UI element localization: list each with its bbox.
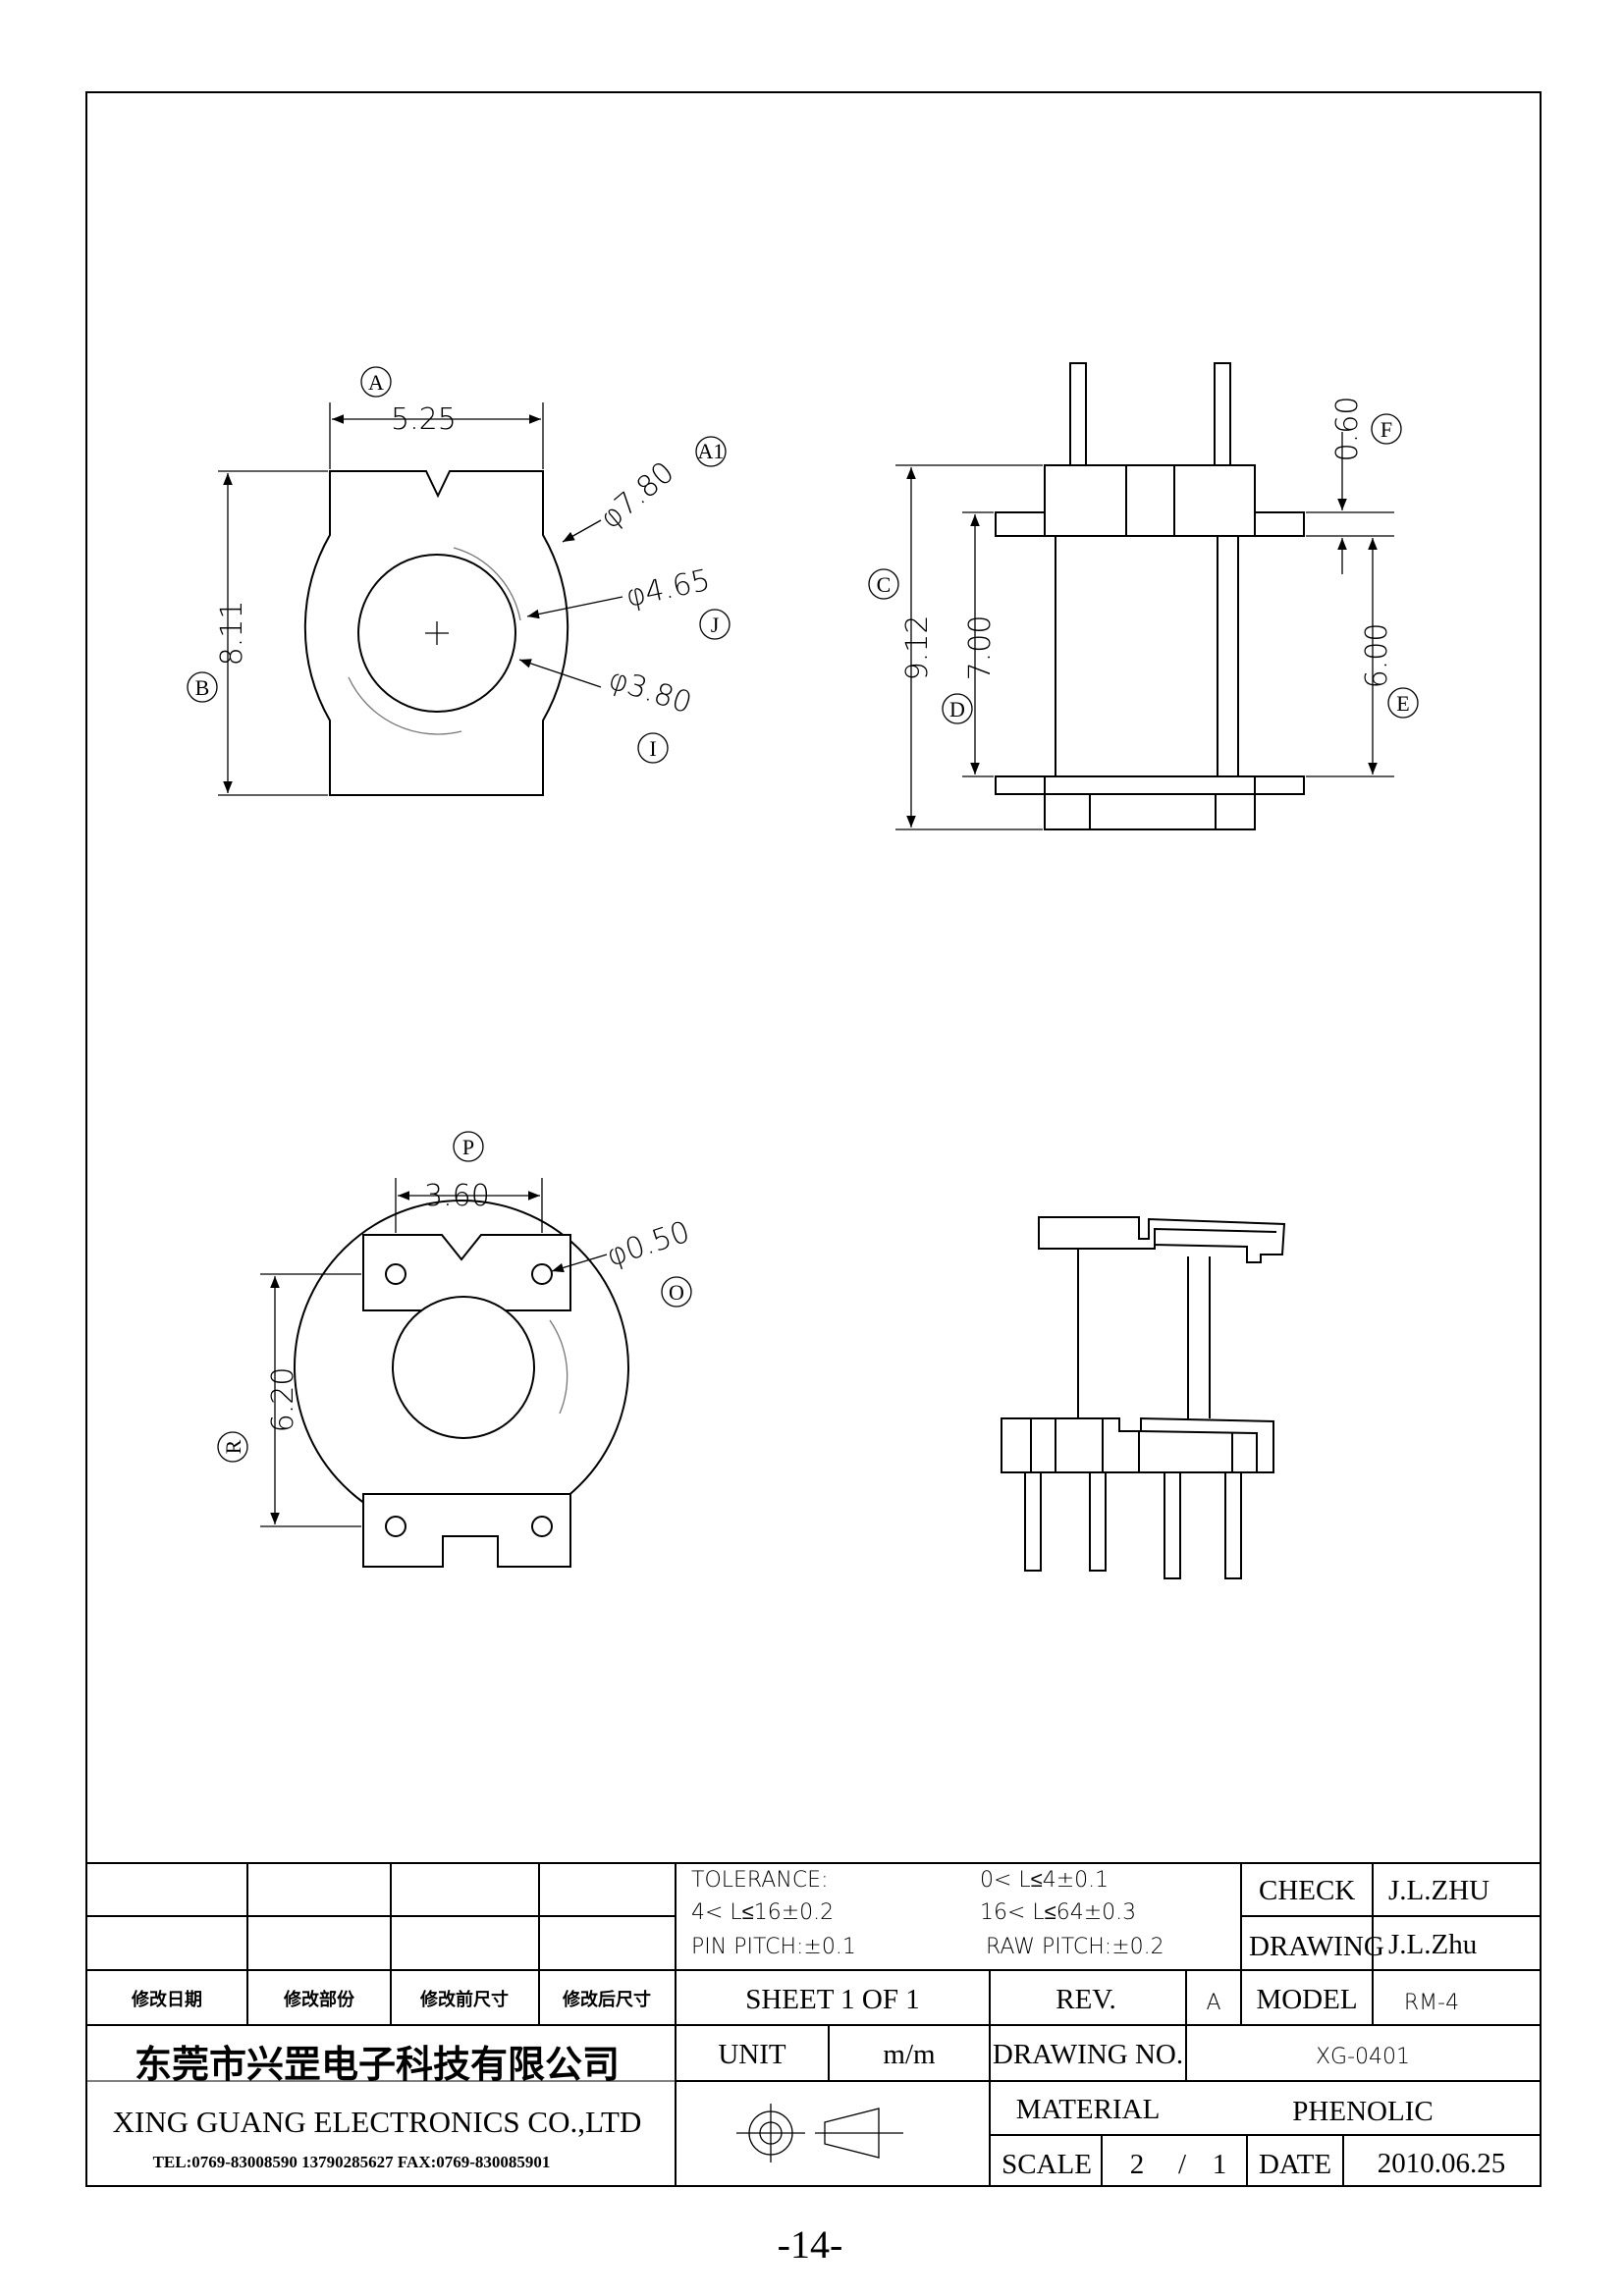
- pin-hole-3: [385, 1516, 406, 1537]
- leader-hole: [551, 1254, 608, 1273]
- bottom-guide-arc: [549, 1319, 568, 1415]
- scale-num: 2: [1130, 2149, 1145, 2180]
- tolerance-title: TOLERANCE:: [691, 1868, 829, 1893]
- bubble-o: O: [669, 1280, 684, 1305]
- guide-arc-2: [348, 676, 462, 735]
- top-flange: [1044, 464, 1256, 537]
- core-hole: [392, 1296, 535, 1439]
- rev-header-1: 修改日期: [131, 1989, 202, 2010]
- bubble-a1: A1: [698, 439, 725, 463]
- drawing-value: J.L.Zhu: [1388, 1929, 1477, 1960]
- bubble-b: B: [195, 675, 210, 700]
- bottom-tab-left: [995, 775, 1046, 795]
- iso-body: [1077, 1249, 1211, 1418]
- iso-pin-2: [1089, 1471, 1107, 1572]
- bubble-j: J: [711, 613, 720, 637]
- bottom-pin-block: [362, 1493, 571, 1568]
- date-value: 2010.06.25: [1378, 2148, 1506, 2179]
- dim-pitch-value: 3.60: [424, 1179, 490, 1213]
- bubble-r: R: [221, 1439, 245, 1454]
- check-value: J.L.ZHU: [1388, 1875, 1489, 1906]
- sheet-text: SHEET 1 OF 1: [745, 1984, 920, 2015]
- bubble-c: C: [877, 572, 892, 597]
- tolerance-1: 0< L≤4±0.1: [980, 1868, 1109, 1893]
- iso-top-flange: [1038, 1216, 1286, 1263]
- unit-value: m/m: [883, 2039, 936, 2070]
- iso-pin-1: [1024, 1471, 1042, 1572]
- pin-right: [1214, 362, 1231, 466]
- top-tab-right: [1254, 511, 1305, 537]
- dim-width-value: 5.25: [391, 402, 457, 437]
- leader-mid-dia: [526, 596, 623, 619]
- raw-pitch: RAW PITCH:±0.2: [986, 1935, 1164, 1959]
- tolerance-3: 16< L≤64±0.3: [980, 1900, 1136, 1925]
- dim-outer-dia-value: φ7.80: [594, 455, 681, 536]
- pin-pitch: PIN PITCH:±0.1: [691, 1935, 856, 1959]
- top-pin-block: [362, 1234, 571, 1311]
- drawing-no-value: XG-0401: [1316, 2045, 1410, 2069]
- dim-mid-dia-value: φ4.65: [623, 563, 713, 614]
- scale-sep: /: [1178, 2149, 1187, 2180]
- inner-bore: [357, 554, 516, 713]
- front-view-outline: [303, 470, 569, 796]
- dim-overall-value: 9.12: [900, 615, 935, 681]
- top-tab-left: [995, 511, 1046, 537]
- dim-flange-value: 0.60: [1330, 397, 1365, 462]
- guide-arc-1: [453, 547, 521, 621]
- center-mark: [425, 621, 449, 645]
- unit-label: UNIT: [718, 2039, 786, 2070]
- bubble-f: F: [1380, 417, 1392, 442]
- bubble-e: E: [1396, 691, 1409, 716]
- isometric-view: [1001, 1216, 1286, 1579]
- bottom-flange: [1044, 775, 1256, 830]
- rev-value: A: [1206, 1991, 1220, 2015]
- bubble-p: P: [462, 1135, 474, 1159]
- dim-gap-value: 6.00: [1360, 623, 1394, 689]
- drawing-no-label: DRAWING NO.: [993, 2039, 1183, 2070]
- side-view: 9.12 C 7.00 D 0.60 F 6.00 E: [868, 362, 1419, 830]
- drawing-frame: [85, 91, 1542, 2187]
- iso-pin-4: [1224, 1471, 1242, 1579]
- rev-header-2: 修改部份: [283, 1989, 355, 2010]
- date-label: DATE: [1259, 2149, 1331, 2180]
- model-value: RM-4: [1404, 1991, 1459, 2015]
- front-view: 5.25 A 8.11 B φ7.80 A1 φ4.65 J φ3.80 I: [187, 366, 731, 796]
- dim-inner-dia-value: φ3.80: [605, 662, 696, 721]
- pin-hole-2: [531, 1263, 553, 1285]
- company-name-en: XING GUANG ELECTRONICS CO.,LTD: [113, 2105, 642, 2139]
- bottom-tab-right: [1254, 775, 1305, 795]
- rev-label: REV.: [1056, 1984, 1116, 2015]
- iso-pin-3: [1164, 1471, 1181, 1579]
- pin-left: [1069, 362, 1087, 466]
- company-name-cn: 东莞市兴罡电子科技有限公司: [135, 2043, 620, 2086]
- bubble-i: I: [649, 736, 656, 761]
- rev-header-3: 修改前尺寸: [419, 1989, 509, 2010]
- material-value: PHENOLIC: [1292, 2096, 1433, 2127]
- company-tel: TEL:0769-83008590 13790285627 FAX:0769-8…: [153, 2153, 551, 2171]
- dim-height-value: 8.11: [215, 601, 249, 667]
- pin-hole-4: [531, 1516, 553, 1537]
- model-label: MODEL: [1256, 1984, 1357, 2015]
- bubble-a: A: [368, 370, 384, 395]
- dim-body-value: 7.00: [963, 615, 998, 681]
- material-label: MATERIAL: [1016, 2094, 1161, 2125]
- scale-den: 1: [1213, 2149, 1227, 2180]
- dim-row-value: 6.20: [266, 1367, 300, 1433]
- page-number: -14-: [778, 2222, 843, 2267]
- bubble-d: D: [949, 697, 965, 721]
- tolerance-2: 4< L≤16±0.2: [691, 1900, 834, 1925]
- leader-outer-dia: [562, 519, 602, 543]
- title-block: TOLERANCE: 0< L≤4±0.1 4< L≤16±0.2 16< L≤…: [86, 1862, 1541, 2186]
- leader-inner-dia: [518, 659, 602, 688]
- pin-hole-1: [385, 1263, 406, 1285]
- dim-hole-value: φ0.50: [603, 1215, 694, 1274]
- bottom-view: 3.60 P φ0.50 O 6.20 R: [217, 1131, 694, 1568]
- rev-header-4: 修改后尺寸: [562, 1989, 651, 2010]
- coil-body: [1055, 535, 1239, 777]
- drawing-label: DRAWING: [1249, 1931, 1384, 1962]
- check-label: CHECK: [1259, 1875, 1355, 1906]
- projection-symbol: [736, 2104, 903, 2163]
- scale-label: SCALE: [1001, 2149, 1092, 2180]
